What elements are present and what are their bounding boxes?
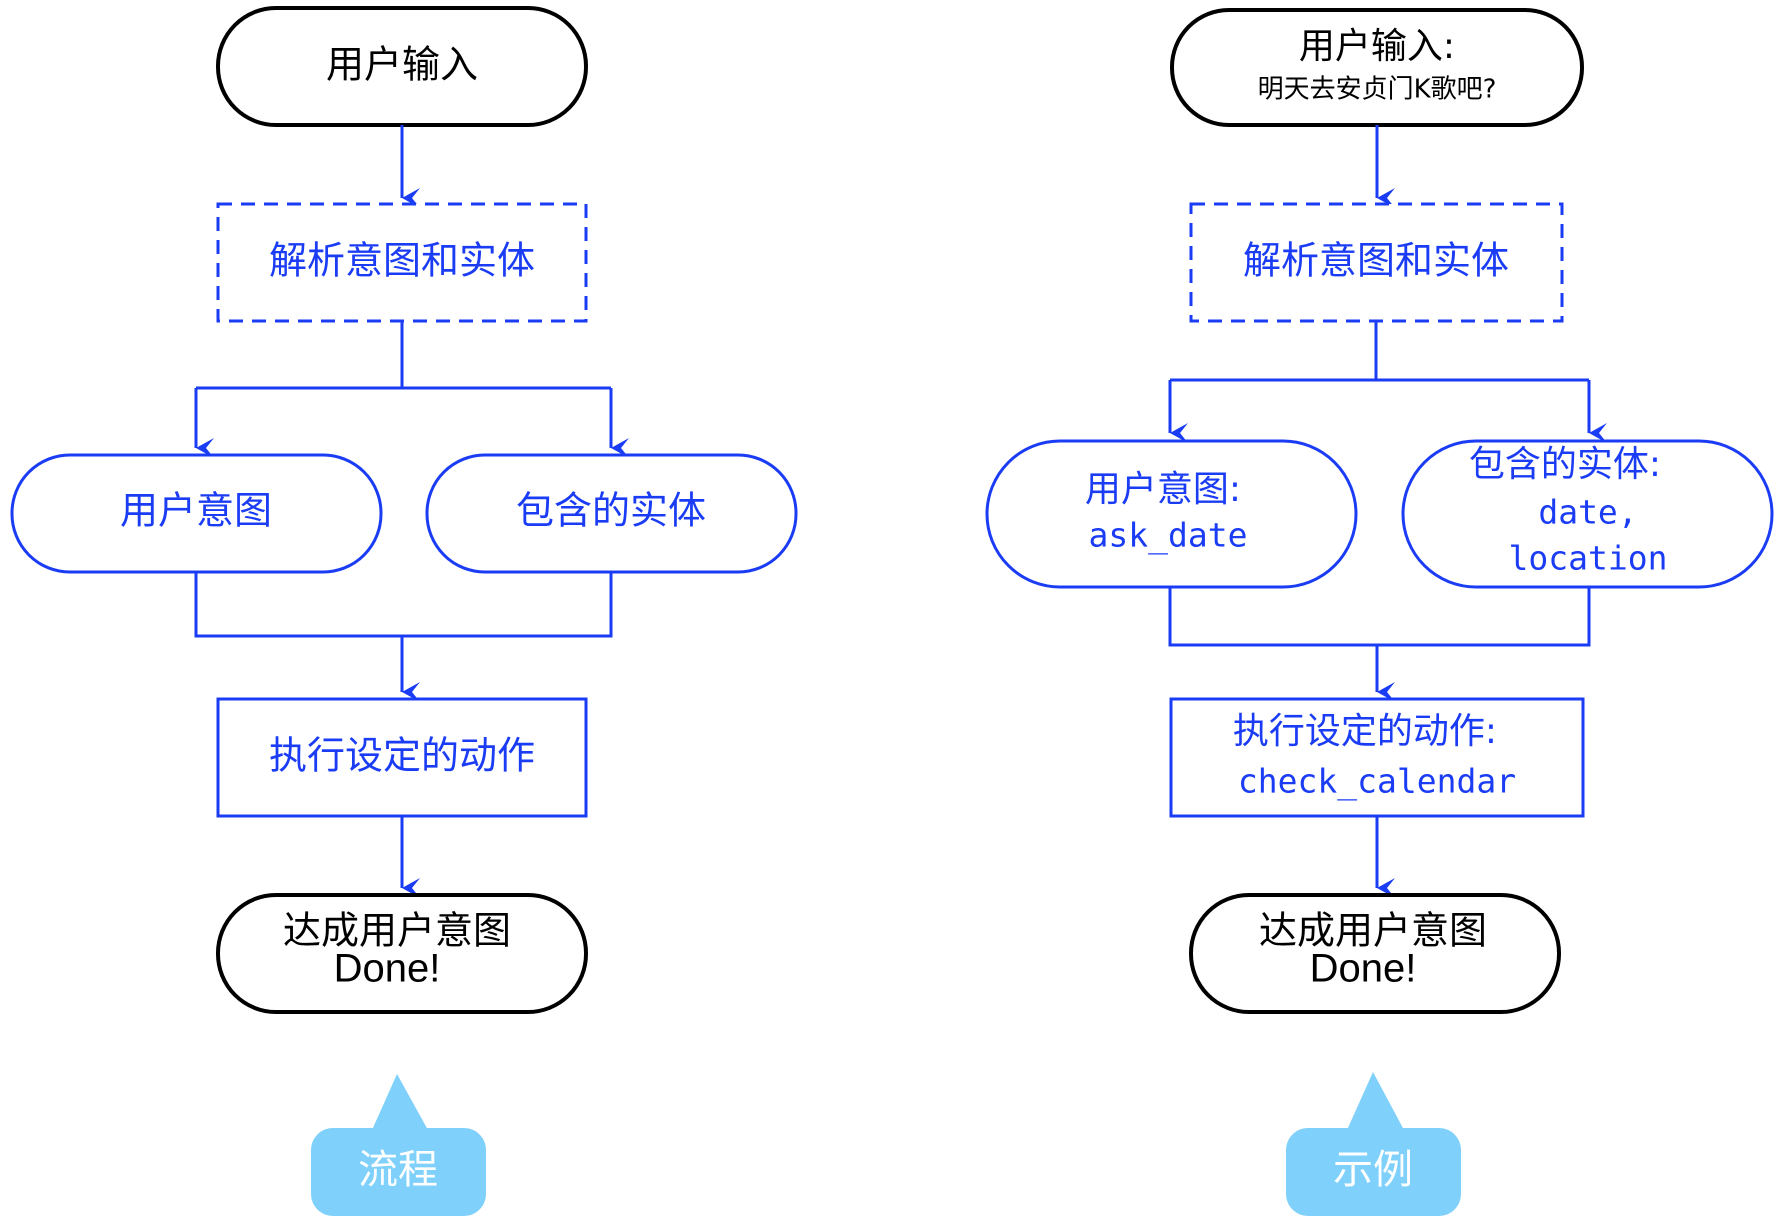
example-end-label-en: Done! [1310, 947, 1417, 991]
example-entities-title: 包含的实体: [1469, 444, 1661, 485]
example-end-label-cn: 达成用户意图 [1259, 909, 1487, 953]
flow-intent-label: 用户意图 [120, 489, 272, 533]
example-intent-title: 用户意图: [1085, 469, 1241, 510]
flow-tag-label: 流程 [358, 1147, 438, 1193]
flow-branch-lines [196, 321, 611, 390]
example-column: 用户输入: 明天去安贞门K歌吧? 解析意图和实体 用户意图: ask_date … [985, 8, 1774, 1216]
flow-merge-lines [194, 572, 613, 638]
flow-parse-label: 解析意图和实体 [269, 239, 535, 283]
flow-tag-bubble-body [311, 1128, 486, 1216]
flow-column: 用户输入 解析意图和实体 用户意图 包含的实体 执行设定的动作 达成用户意图 D… [10, 6, 798, 1216]
example-entities-value-1: date, [1538, 493, 1637, 532]
example-merge-lines [1168, 587, 1591, 647]
flow-tag-bubble [372, 1074, 428, 1130]
flow-start-label: 用户输入 [326, 43, 478, 87]
flow-action-label: 执行设定的动作 [269, 734, 535, 778]
example-parse-node [1189, 202, 1564, 323]
example-start-text: 明天去安贞门K歌吧? [1258, 75, 1497, 105]
flow-end-label-en: Done! [334, 947, 441, 991]
example-intent-node [985, 439, 1358, 589]
example-branch-lines [1170, 321, 1589, 382]
example-end-node [1189, 893, 1561, 1014]
example-action-node [1169, 697, 1585, 818]
example-intent-value: ask_date [1089, 516, 1248, 556]
example-action-title: 执行设定的动作: [1233, 711, 1497, 752]
example-parse-label: 解析意图和实体 [1243, 239, 1509, 283]
example-tag-bubble [1347, 1072, 1404, 1130]
example-entities-value-2: location [1509, 539, 1668, 578]
example-start-title: 用户输入: [1299, 26, 1455, 67]
example-action-value: check_calendar [1238, 762, 1516, 802]
flow-end-node [216, 893, 588, 1014]
flow-end-label-cn: 达成用户意图 [283, 909, 511, 953]
flow-action-node [216, 697, 588, 818]
example-tag-label: 示例 [1333, 1147, 1413, 1193]
flow-entities-label: 包含的实体 [516, 489, 706, 533]
example-tag-bubble-body [1286, 1128, 1461, 1216]
flow-parse-node [216, 202, 588, 323]
